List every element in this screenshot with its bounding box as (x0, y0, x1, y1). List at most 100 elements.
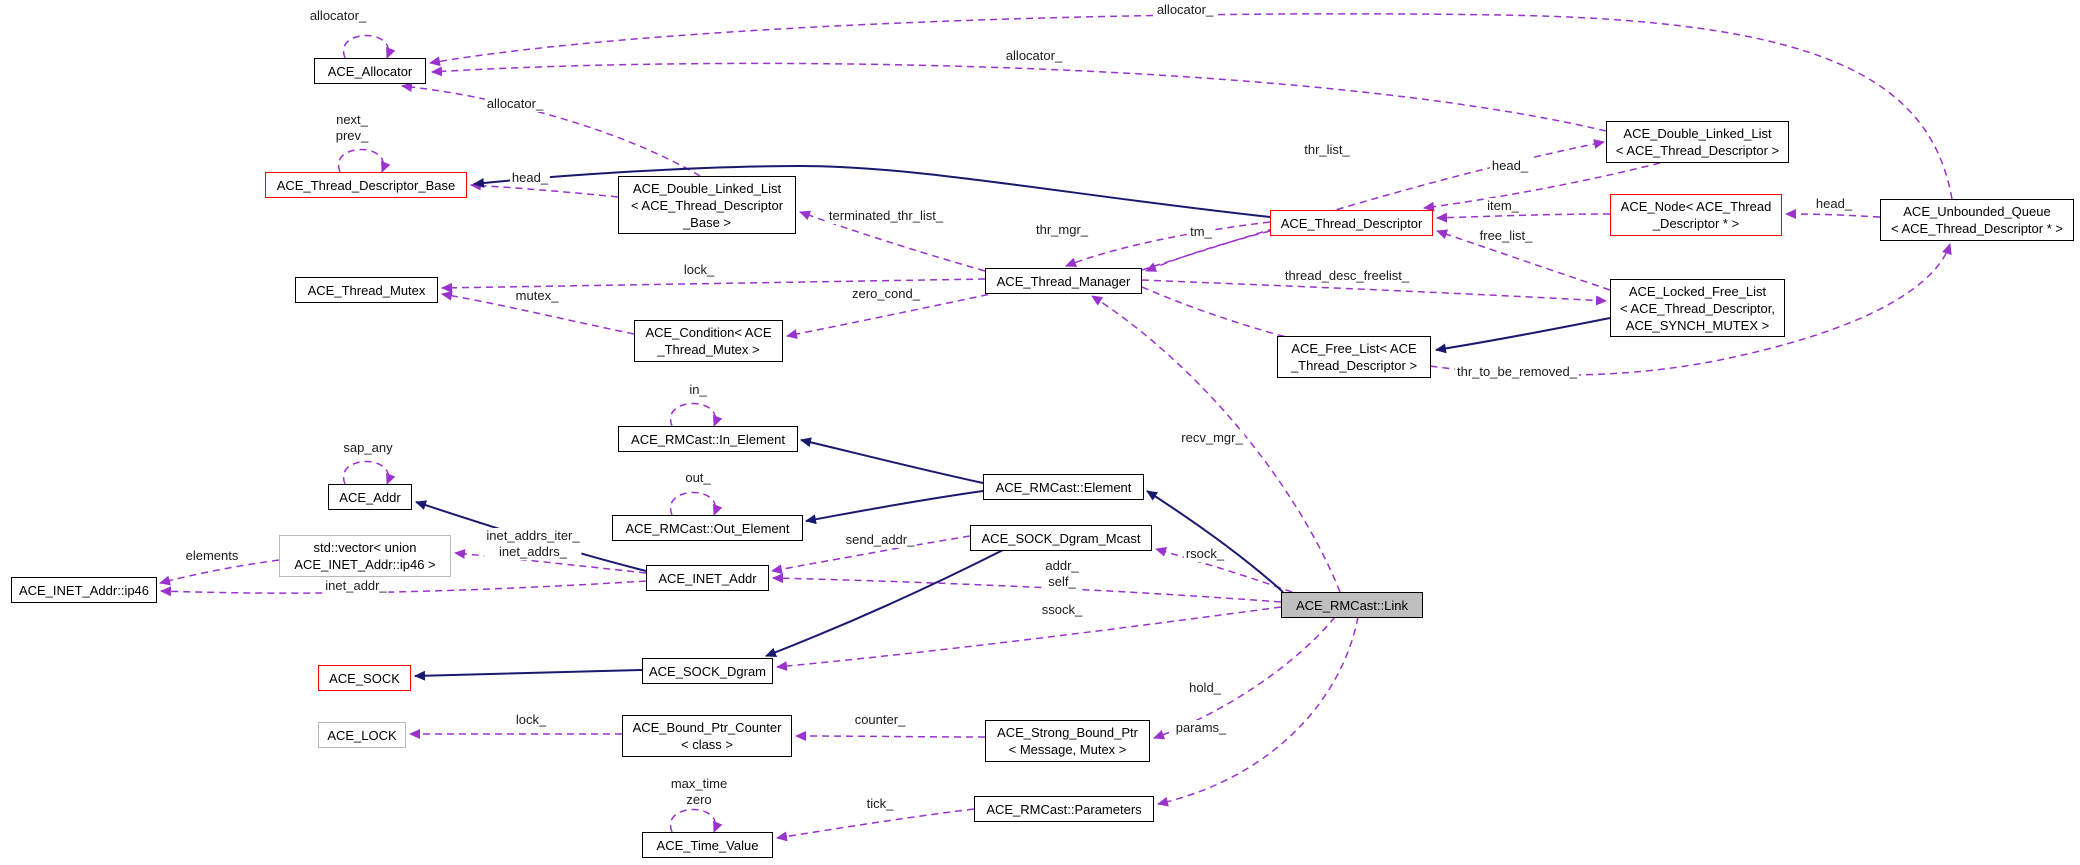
edge-label-line: next_ (336, 112, 368, 127)
node-ace-time-value[interactable]: ACE_Time_Value (642, 832, 773, 858)
node-label: ACE_Free_List< ACE (1291, 341, 1417, 356)
node-label: ACE_RMCast::In_Element (631, 431, 785, 447)
node-ace-strong-bound-ptr[interactable]: ACE_Strong_Bound_Ptr < Message, Mutex > (985, 720, 1150, 762)
edge-label-out: out_ (683, 470, 713, 486)
edge-dll-td-to-thread-descriptor (1423, 162, 1661, 212)
node-std-vector-ip46: std::vector< union ACE_INET_Addr::ip46 > (279, 535, 451, 577)
edge-label-line: self_ (1048, 574, 1076, 589)
edge-element-inherits-out-element (805, 490, 984, 525)
node-label: ACE_Thread_Descriptor (1280, 215, 1423, 231)
edge-label-ssock: ssock_ (1039, 602, 1085, 618)
edge-label-zero-cond: zero_cond_ (850, 286, 922, 302)
node-label: ACE_INET_Addr::ip46 > (294, 557, 436, 572)
node-ace-inet-addr-ip46[interactable]: ACE_INET_Addr::ip46 (11, 577, 157, 603)
edge-mcast-inherits-sock-dgram (765, 548, 1006, 658)
edge-sock-dgram-inherits-sock (414, 669, 643, 681)
edge-link-to-inet-addr (772, 573, 1282, 603)
edge-label-params: params_ (1173, 720, 1229, 736)
node-label: < Message, Mutex > (1008, 742, 1127, 757)
node-label: std::vector< union (313, 540, 417, 555)
edge-link-to-parameters (1157, 616, 1359, 807)
node-label: _Thread_Descriptor > (1290, 358, 1418, 373)
edge-label-allocator-dll-td: allocator_ (1003, 48, 1065, 64)
node-ace-node[interactable]: ACE_Node< ACE_Thread _Descriptor * > (1610, 194, 1782, 236)
edge-label-in: in_ (687, 382, 709, 398)
edge-parameters-to-time-value (776, 808, 975, 842)
node-ace-thread-mutex[interactable]: ACE_Thread_Mutex (295, 277, 438, 303)
edge-thread-descriptor-to-thread-manager-thr-mgr (1065, 221, 1271, 268)
edge-label-thr-mgr: thr_mgr_ (1033, 222, 1091, 238)
edge-label-thread-desc-freelist: thread_desc_freelist_ (1282, 268, 1412, 284)
node-label: ACE_Strong_Bound_Ptr (997, 725, 1138, 740)
node-label: ACE_Locked_Free_List (1628, 283, 1767, 299)
edge-label-next-prev: next_ prev_ (333, 112, 371, 144)
edge-strong-to-counter (795, 731, 986, 742)
edge-node-to-thread-descriptor (1436, 212, 1611, 223)
edge-label-line: inet_addrs_ (499, 544, 567, 559)
node-label: ACE_RMCast::Link (1296, 597, 1408, 613)
node-ace-inet-addr[interactable]: ACE_INET_Addr (646, 565, 769, 591)
edge-locked-free-list-to-thread-descriptor (1436, 229, 1611, 291)
edge-label-terminated-thr-list: terminated_thr_list_ (826, 208, 946, 224)
edge-label-allocator-dll-base: allocator_ (484, 96, 546, 112)
node-ace-thread-descriptor-base[interactable]: ACE_Thread_Descriptor_Base (265, 172, 467, 198)
node-label: ACE_SOCK_Dgram (648, 663, 767, 679)
node-ace-double-linked-list-td[interactable]: ACE_Double_Linked_List < ACE_Thread_Desc… (1606, 121, 1789, 163)
node-label: ACE_RMCast::Parameters (986, 801, 1142, 817)
edge-out-element-self-loop (669, 491, 723, 516)
node-label: _Base > (682, 214, 732, 230)
edge-label-send-addr: send_addr_ (843, 532, 917, 548)
edge-label-rsock: rsock_ (1183, 546, 1227, 562)
node-label: < ACE_Thread_Descriptor (630, 197, 784, 213)
edge-label-sap-any: sap_any (341, 440, 395, 456)
edge-label-free-list: free_list_ (1477, 228, 1535, 244)
node-ace-bound-ptr-counter[interactable]: ACE_Bound_Ptr_Counter < class > (622, 715, 792, 757)
edge-thread-descriptor-to-thread-manager-tm (1145, 230, 1271, 272)
node-ace-free-list[interactable]: ACE_Free_List< ACE _Thread_Descriptor > (1277, 336, 1431, 378)
node-rmcast-link-current: ACE_RMCast::Link (1281, 592, 1423, 618)
node-label: ACE_RMCast::Element (995, 479, 1132, 495)
edge-label-counter: counter_ (852, 712, 908, 728)
node-label: _Thread_Mutex > (657, 342, 760, 357)
node-rmcast-parameters[interactable]: ACE_RMCast::Parameters (974, 796, 1154, 822)
node-ace-sock[interactable]: ACE_SOCK (318, 665, 411, 691)
node-ace-locked-free-list[interactable]: ACE_Locked_Free_List < ACE_Thread_Descri… (1610, 279, 1785, 337)
edge-addr-self-loop (342, 460, 396, 485)
node-ace-condition[interactable]: ACE_Condition< ACE _Thread_Mutex > (634, 320, 783, 362)
node-ace-thread-manager[interactable]: ACE_Thread_Manager (985, 268, 1142, 294)
node-ace-sock-dgram[interactable]: ACE_SOCK_Dgram (642, 658, 773, 684)
edge-label-inet-addr: inet_addr_ (323, 578, 389, 594)
node-label: ACE_Time_Value (656, 837, 759, 853)
edge-label-line: inet_addrs_iter_ (486, 528, 580, 543)
edge-link-to-sock-dgram (776, 606, 1282, 672)
node-label: ACE_SYNCH_MUTEX > (1625, 317, 1770, 333)
node-label: ACE_RMCast::Out_Element (625, 520, 790, 536)
node-label: < class > (680, 737, 734, 752)
node-ace-allocator[interactable]: ACE_Allocator (314, 58, 426, 84)
edge-label-recv-mgr: recv_mgr_ (1179, 430, 1245, 446)
node-label: ACE_LOCK (327, 727, 397, 743)
node-ace-double-linked-list-base[interactable]: ACE_Double_Linked_List < ACE_Thread_Desc… (618, 176, 796, 234)
node-ace-addr[interactable]: ACE_Addr (328, 484, 412, 510)
edge-dll-td-to-allocator (431, 62, 1607, 132)
edge-link-inherits-element (1146, 490, 1284, 593)
node-rmcast-out-element[interactable]: ACE_RMCast::Out_Element (612, 515, 803, 541)
edge-label-thr-list: thr_list_ (1302, 142, 1352, 158)
node-rmcast-in-element[interactable]: ACE_RMCast::In_Element (618, 426, 798, 452)
edge-dll-base-to-thread-descriptor-base (470, 180, 619, 198)
edge-label-item: item_ (1485, 198, 1521, 214)
edge-label-lock-mgr: lock_ (681, 262, 717, 278)
edge-label-addr-self: addr_ self_ (1043, 558, 1081, 590)
node-label: ACE_Thread_Mutex (307, 282, 426, 298)
edge-link-to-strong (1153, 616, 1336, 740)
edge-label-head-td: head_ (1489, 158, 1531, 174)
node-ace-sock-dgram-mcast[interactable]: ACE_SOCK_Dgram_Mcast (970, 525, 1152, 551)
edge-thread-manager-to-dll-td (1141, 139, 1605, 271)
edge-link-to-thread-manager (1091, 295, 1341, 593)
node-ace-thread-descriptor[interactable]: ACE_Thread_Descriptor (1270, 210, 1433, 236)
node-rmcast-element[interactable]: ACE_RMCast::Element (983, 474, 1144, 500)
node-ace-unbounded-queue[interactable]: ACE_Unbounded_Queue < ACE_Thread_Descrip… (1880, 199, 2074, 241)
edge-label-tm: tm_ (1188, 224, 1214, 240)
edge-label-line: prev_ (335, 128, 369, 143)
node-label: _Descriptor * > (1652, 216, 1740, 231)
